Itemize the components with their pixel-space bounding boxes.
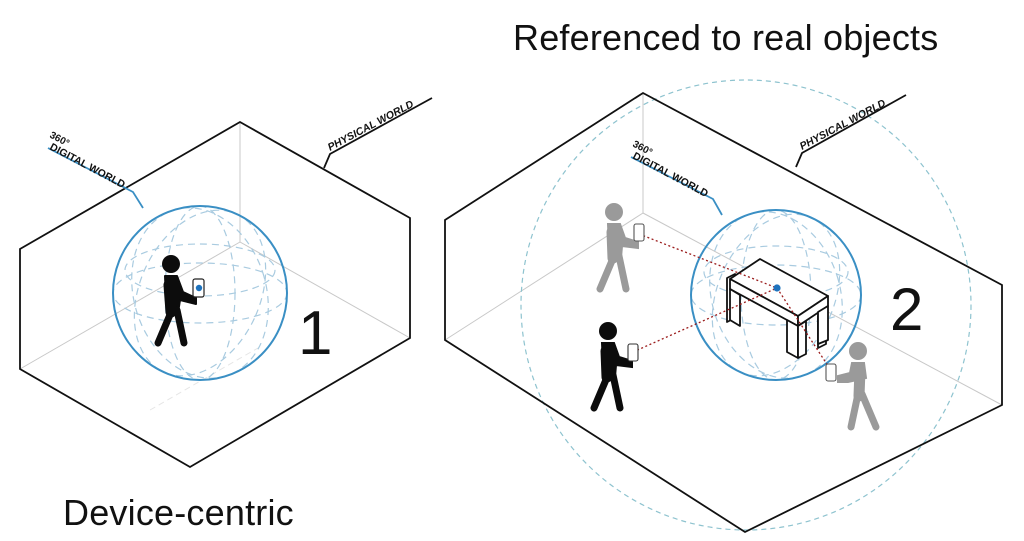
panel-2-person-gray-top-icon: [596, 203, 639, 293]
panel-2-number: 2: [890, 276, 923, 343]
panel-2-shared-space-circle: [520, 79, 972, 531]
panel-1-title: Device-centric: [63, 492, 294, 533]
panel-1-digital-label-text: DIGITAL WORLD: [48, 141, 128, 191]
panel-1-room-outline: [19, 120, 411, 469]
panel-1-physical-world-label: PHYSICAL WORLD: [323, 97, 433, 169]
panel-2-digital-sphere: [690, 209, 862, 381]
ray-right: [776, 287, 833, 373]
panel-2-anchor-dot: [773, 284, 781, 292]
panel-2-physical-world-label: PHYSICAL WORLD: [795, 94, 907, 168]
panel-1-number: 1: [298, 299, 332, 368]
panel-1-person-icon: [154, 255, 197, 347]
ray-bottom-left: [632, 287, 778, 353]
panel-2-phone-black-icon: [627, 343, 639, 362]
panel-1-anchor-dot: [195, 284, 203, 292]
panel-1-digital-world-label: 360° DIGITAL WORLD: [47, 130, 144, 209]
ray-top-left: [638, 233, 778, 289]
panel-1-physical-label-text: PHYSICAL WORLD: [326, 98, 416, 154]
panel-2-table-icon: [726, 258, 829, 359]
panel-2-referenced: 360° DIGITAL WORLD PHYSICAL WORLD 2: [444, 79, 1003, 534]
panel-2-person-gray-right-icon: [837, 342, 880, 431]
panel-1-digital-sphere: [112, 205, 288, 381]
panel-2-title: Referenced to real objects: [513, 17, 939, 58]
panel-2-reference-rays: [632, 233, 833, 373]
panel-1-device-centric: 360° DIGITAL WORLD PHYSICAL WORLD 1: [19, 97, 433, 469]
panel-2-room-outline: [444, 91, 1003, 534]
panel-1-phone-icon: [192, 278, 205, 298]
panel-2-digital-world-label: 360° DIGITAL WORLD: [630, 139, 723, 216]
panel-1-room-inner-edges: [19, 122, 411, 370]
panel-2-person-black-icon: [590, 322, 633, 412]
panel-2-physical-label-text: PHYSICAL WORLD: [798, 97, 888, 153]
panel-2-phone-top-icon: [633, 223, 645, 242]
panel-2-phone-right-icon: [825, 363, 837, 382]
